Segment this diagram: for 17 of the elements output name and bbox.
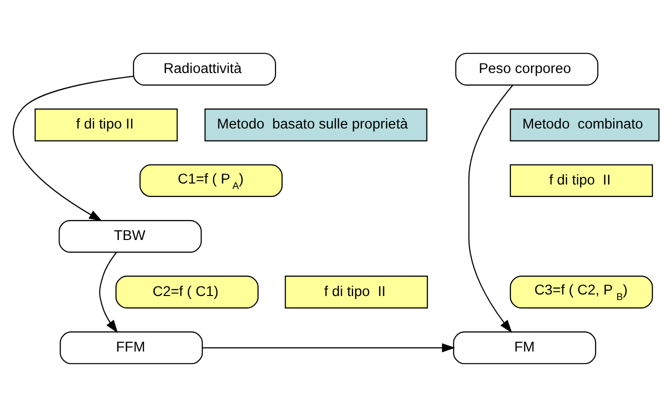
arrow — [202, 342, 456, 352]
node-box: f di tipo II — [34, 108, 178, 141]
node-box: Radioattività — [132, 52, 276, 86]
node-box: FM — [453, 330, 596, 364]
arrow — [13, 75, 134, 221]
node-box: Metodo combinato — [510, 108, 660, 141]
node-box: C3=f ( C2, P$_{B}$) — [510, 275, 653, 308]
node-box: C1=f ( P$_{A}$) — [140, 164, 283, 197]
node-box: f di tipo II — [284, 275, 428, 308]
node-box: FFM — [60, 330, 203, 364]
arrow — [99, 252, 118, 333]
arrow — [468, 84, 514, 332]
node-box: Peso corporeo — [455, 52, 598, 86]
node-box: TBW — [58, 219, 202, 252]
node-box: Metodo basato sulle proprietà — [204, 108, 428, 141]
node-box: C2=f ( C1) — [115, 275, 259, 308]
node-box: f di tipo II — [510, 164, 653, 197]
